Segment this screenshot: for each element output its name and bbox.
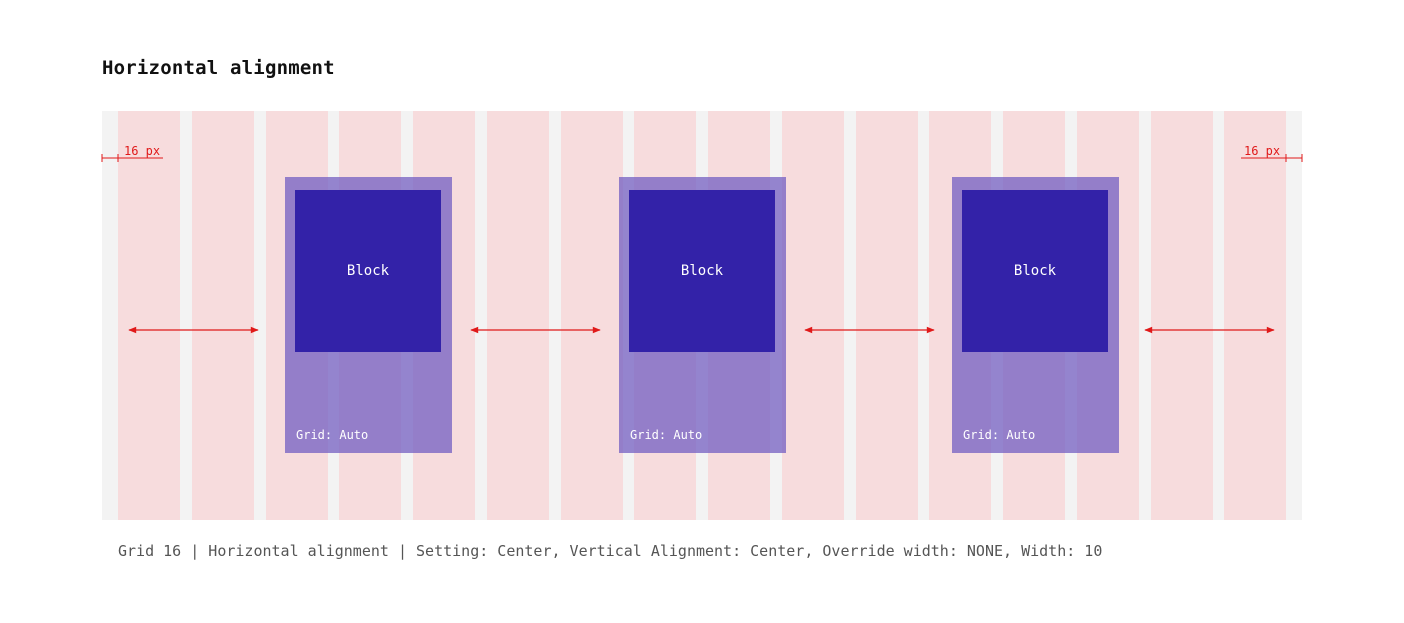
- gutter-marker-right: [1241, 154, 1303, 162]
- grid-column: [1224, 111, 1286, 520]
- block-2[interactable]: Block: [629, 190, 775, 352]
- grid-column: [781, 111, 844, 520]
- gutter-label-right: 16 px: [1244, 144, 1281, 158]
- grid-column: [486, 111, 549, 520]
- grid-column: [855, 111, 918, 520]
- block-label: Block: [680, 263, 724, 279]
- block-container-2: Block Grid: Auto: [619, 177, 786, 453]
- caption: Grid 16 | Horizontal alignment | Setting…: [118, 542, 1103, 560]
- grid-column: [1150, 111, 1213, 520]
- grid-column: [560, 111, 623, 520]
- grid-label: Grid: Auto: [963, 428, 1036, 442]
- grid-label: Grid: Auto: [630, 428, 703, 442]
- block-1[interactable]: Block: [295, 190, 441, 352]
- gutter-marker-left: [101, 154, 163, 162]
- grid-column: [191, 111, 254, 520]
- block-label: Block: [346, 263, 390, 279]
- block-label: Block: [1013, 263, 1057, 279]
- block-container-1: Block Grid: Auto: [285, 177, 452, 453]
- grid-label: Grid: Auto: [296, 428, 369, 442]
- page-title: Horizontal alignment: [102, 57, 335, 79]
- block-3[interactable]: Block: [962, 190, 1108, 352]
- grid-area: Block Grid: Auto Block Grid: Auto Block …: [102, 111, 1302, 520]
- block-container-3: Block Grid: Auto: [952, 177, 1119, 453]
- gutter-label-left: 16 px: [124, 144, 161, 158]
- grid-column: [118, 111, 180, 520]
